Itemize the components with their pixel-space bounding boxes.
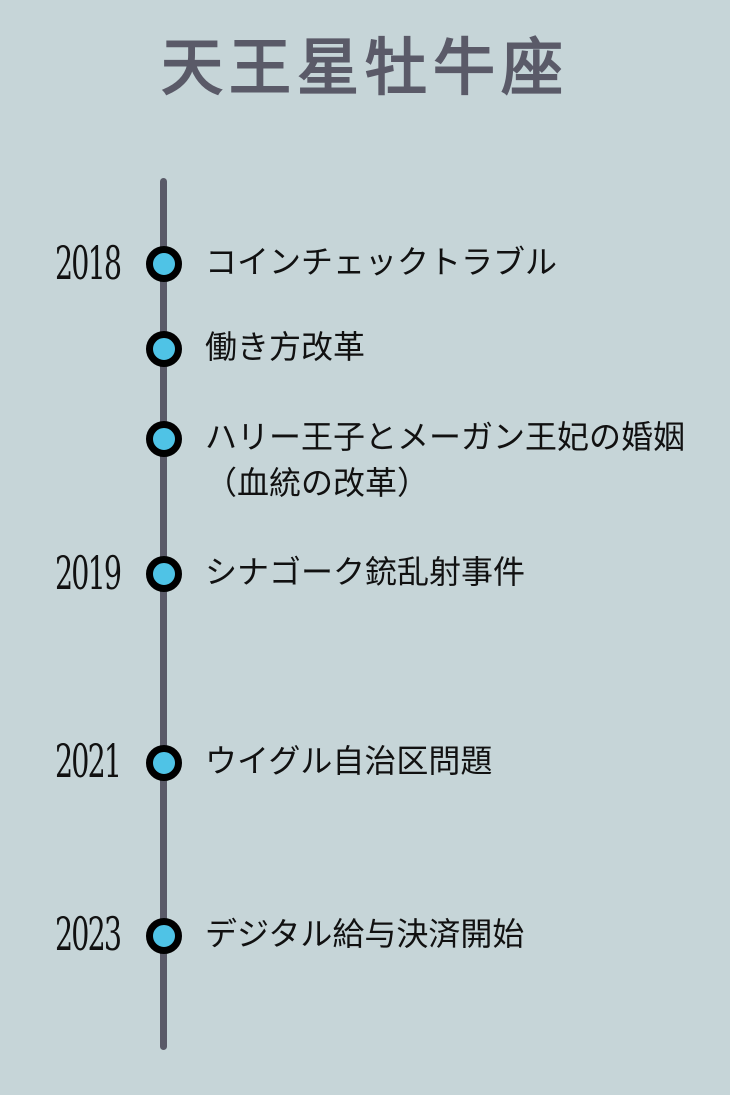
year-label-2018: 2018	[55, 236, 122, 290]
timeline-dot	[146, 745, 182, 781]
timeline-dot	[146, 421, 182, 457]
event-label: シナゴーク銃乱射事件	[205, 553, 526, 591]
year-label-2023: 2023	[55, 907, 122, 961]
year-label-2021: 2021	[55, 734, 122, 788]
timeline-dot	[146, 918, 182, 954]
event-label: コインチェックトラブル	[205, 243, 558, 281]
event-label: デジタル給与決済開始	[205, 915, 525, 953]
event-label: ハリー王子とメーガン王妃の婚姻（血統の改革）	[205, 418, 686, 502]
event-label: 働き方改革	[205, 328, 366, 366]
timeline-dot	[146, 556, 182, 592]
timeline-dot	[146, 246, 182, 282]
year-label-2019: 2019	[55, 546, 122, 600]
event-label: ウイグル自治区問題	[205, 742, 493, 780]
timeline-line	[160, 178, 167, 1050]
timeline-dot	[146, 331, 182, 367]
page-title: 天王星牡牛座	[160, 31, 569, 104]
